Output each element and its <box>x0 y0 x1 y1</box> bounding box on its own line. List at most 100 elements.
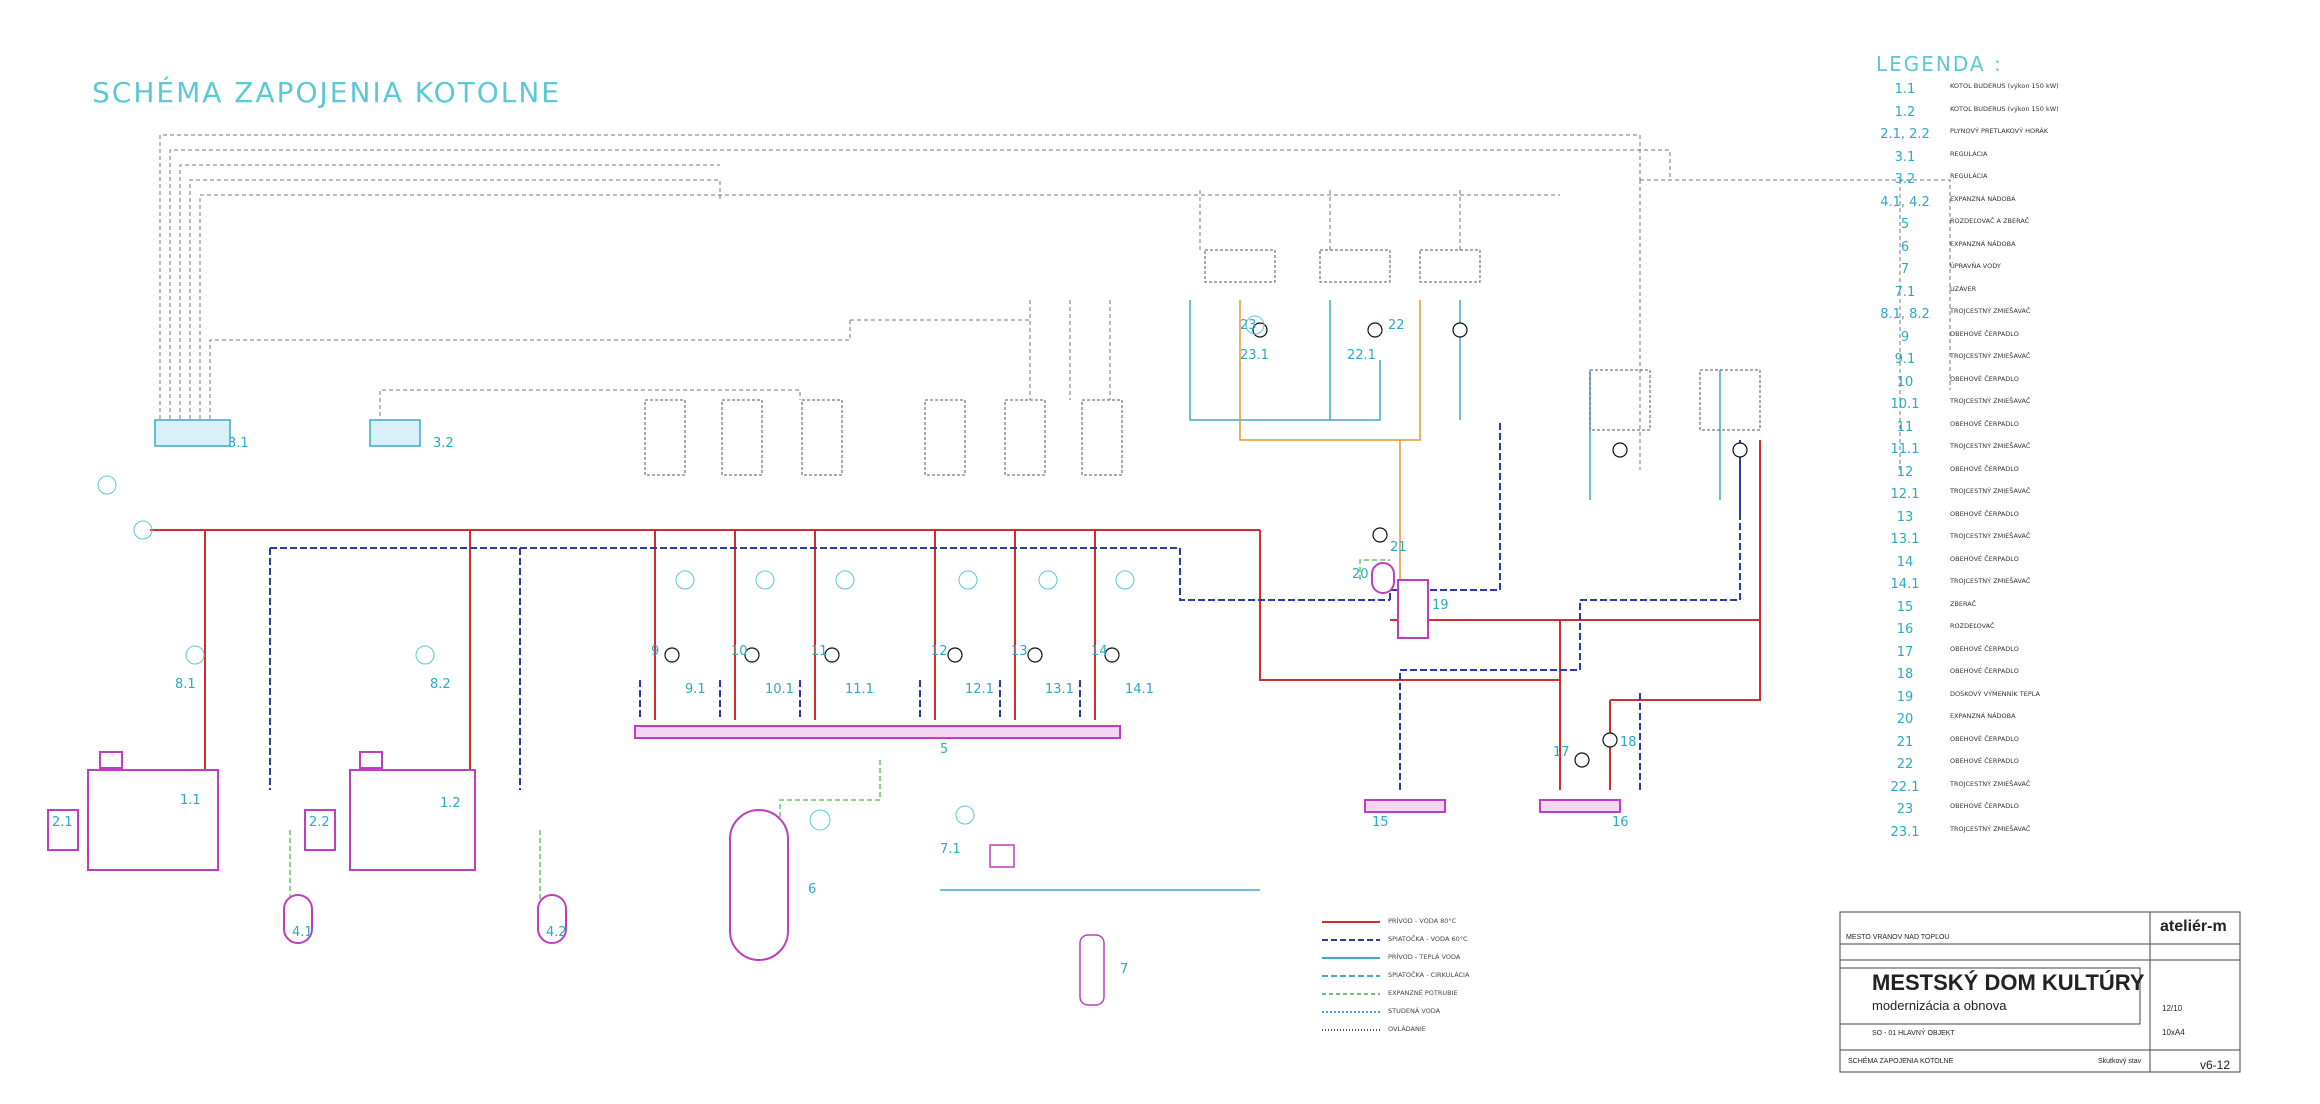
legend-number: 18 <box>1896 667 1914 682</box>
legend-text: OBEHOVÉ ČERPADLO <box>1950 644 2019 653</box>
label-circuit-mixer: 13.1 <box>1045 682 1074 697</box>
investor: MESTO VRANOV NAD TOPĽOU <box>1846 934 1950 941</box>
label-pump-23: 23 <box>1240 318 1257 333</box>
water-treatment <box>989 844 1105 1006</box>
label-mixer-8-2: 8.2 <box>430 677 451 692</box>
legend-number: 17 <box>1896 644 1914 660</box>
label-circuit-pump: 12 <box>931 644 948 659</box>
format: 12/10 <box>2162 1004 2183 1013</box>
legend-number: 21 <box>1896 734 1914 750</box>
legend-number: 14.1 <box>1890 577 1920 592</box>
legend-text: OBEHOVÉ ČERPADLO <box>1950 374 2019 383</box>
circuit-boxes <box>644 249 1761 476</box>
legend-number: 8.1, 8.2 <box>1880 307 1930 322</box>
label-pump-17: 17 <box>1553 745 1570 760</box>
dhw-supply <box>1239 300 1421 580</box>
label-boiler-2: 1.2 <box>440 796 461 811</box>
line-key-label: STUDENÁ VODA <box>1388 1007 1441 1015</box>
legend-text: REGULÁCIA <box>1950 172 1988 180</box>
legend-text: ÚPRAVŇA VODY <box>1950 262 2001 270</box>
label-valve-7-1: 7.1 <box>940 842 961 857</box>
legend-number: 5 <box>1900 217 1910 232</box>
legend-text: EXPANZNÁ NÁDOBA <box>1950 712 2016 720</box>
legend-text: OBEHOVÉ ČERPADLO <box>1950 757 2019 765</box>
legend-row: 11 OBEHOVÉ ČERPADLO <box>1870 420 2310 438</box>
legend-text: OBEHOVÉ ČERPADLO <box>1950 734 2019 743</box>
legend-text: DOSKOVÝ VÝMENNÍK TEPLA <box>1950 689 2040 698</box>
line-key-label: PRÍVOD - VODA 80°C <box>1388 917 1457 925</box>
line-key-label: SPIATOČKA - CIRKULÁCIA <box>1388 971 1470 979</box>
legend-text: OBEHOVÉ ČERPADLO <box>1950 667 2019 675</box>
legend-number: 6 <box>1900 239 1910 255</box>
line-key-label: EXPANZNÉ POTRUBIE <box>1388 989 1458 997</box>
drawing-title: SCHÉMA ZAPOJENIA KOTOLNE <box>92 76 561 109</box>
legend-text: TROJCESTNÝ ZMIEŠAVAČ <box>1950 397 2031 405</box>
label-circuit-pump: 11 <box>811 644 828 659</box>
legend-row: 10.1 TROJCESTNÝ ZMIEŠAVAČ <box>1870 397 2310 415</box>
legend-number: 23.1 <box>1890 824 1920 840</box>
legend-text: PLYNOVÝ PRETLAKOVÝ HORÁK <box>1950 127 2049 135</box>
project-subtitle: modernizácia a obnova <box>1872 998 2007 1013</box>
drawing-number: v6-12 <box>2200 1058 2231 1072</box>
object-name: SO - 01 HLAVNÝ OBJEKT <box>1872 1030 1955 1037</box>
legend-number: 7 <box>1900 262 1910 277</box>
legend-text: KOTOL BUDERUS (výkon 150 kW) <box>1950 82 2059 90</box>
legend-number: 10 <box>1896 374 1914 390</box>
legend-text: TROJCESTNÝ ZMIEŠAVAČ <box>1950 532 2031 540</box>
legend-number: 11 <box>1896 419 1914 435</box>
legend-text: UZÁVER <box>1950 284 1977 293</box>
line-key <box>1322 921 1380 1031</box>
legend-number: 16 <box>1896 622 1914 637</box>
legend-row: 10 OBEHOVÉ ČERPADLO <box>1870 375 2310 393</box>
label-pump-22: 22 <box>1388 318 1405 333</box>
legend-number: 13 <box>1896 509 1914 525</box>
drawing-name: SCHÉMA ZAPOJENIA KOTOLNE <box>1848 1058 1954 1065</box>
legend-number: 23 <box>1896 802 1914 817</box>
expansion-vessels <box>283 562 1395 961</box>
legend-text: TROJCESTNÝ ZMIEŠAVAČ <box>1950 442 2031 450</box>
label-circuit-mixer: 10.1 <box>765 682 794 697</box>
legend-row: 23 OBEHOVÉ ČERPADLO <box>1870 802 2310 820</box>
label-exp-vessel-2: 4.2 <box>546 925 567 940</box>
scale: 10xA4 <box>2162 1028 2185 1037</box>
legend-number: 2.1, 2.2 <box>1880 127 1930 142</box>
label-circuit-pump: 9 <box>651 644 660 659</box>
legend-number: 3.2 <box>1894 172 1916 187</box>
legend-row: 2.1, 2.2 PLYNOVÝ PRETLAKOVÝ HORÁK <box>1870 127 2310 145</box>
label-circuit-pump: 13 <box>1011 644 1028 659</box>
legend-text: OBEHOVÉ ČERPADLO <box>1950 802 2019 810</box>
label-mixer-23-1: 23.1 <box>1240 348 1269 363</box>
legend-row: 17 OBEHOVÉ ČERPADLO <box>1870 645 2310 663</box>
pumps <box>664 322 1748 768</box>
label-collector-15: 15 <box>1372 815 1389 830</box>
legend-number: 22.1 <box>1890 779 1920 795</box>
dhw-lines <box>940 300 1721 891</box>
label-pump-18: 18 <box>1620 735 1637 750</box>
label-regulator-2: 3.2 <box>433 436 454 451</box>
legend-number: 10.1 <box>1890 397 1920 412</box>
legend-number: 12 <box>1896 464 1914 480</box>
legend-text: TROJCESTNÝ ZMIEŠAVAČ <box>1950 352 2031 360</box>
legend-text: OBEHOVÉ ČERPADLO <box>1950 419 2019 428</box>
legend-number: 9 <box>1900 329 1910 345</box>
distributor <box>634 725 1621 813</box>
legend-number: 3.1 <box>1894 149 1916 165</box>
title-block-frame <box>1839 911 2241 1073</box>
label-circuit-mixer: 11.1 <box>845 682 874 697</box>
legend-text: KOTOL BUDERUS (výkon 150 kW) <box>1950 104 2059 113</box>
supply-header <box>150 440 1761 790</box>
